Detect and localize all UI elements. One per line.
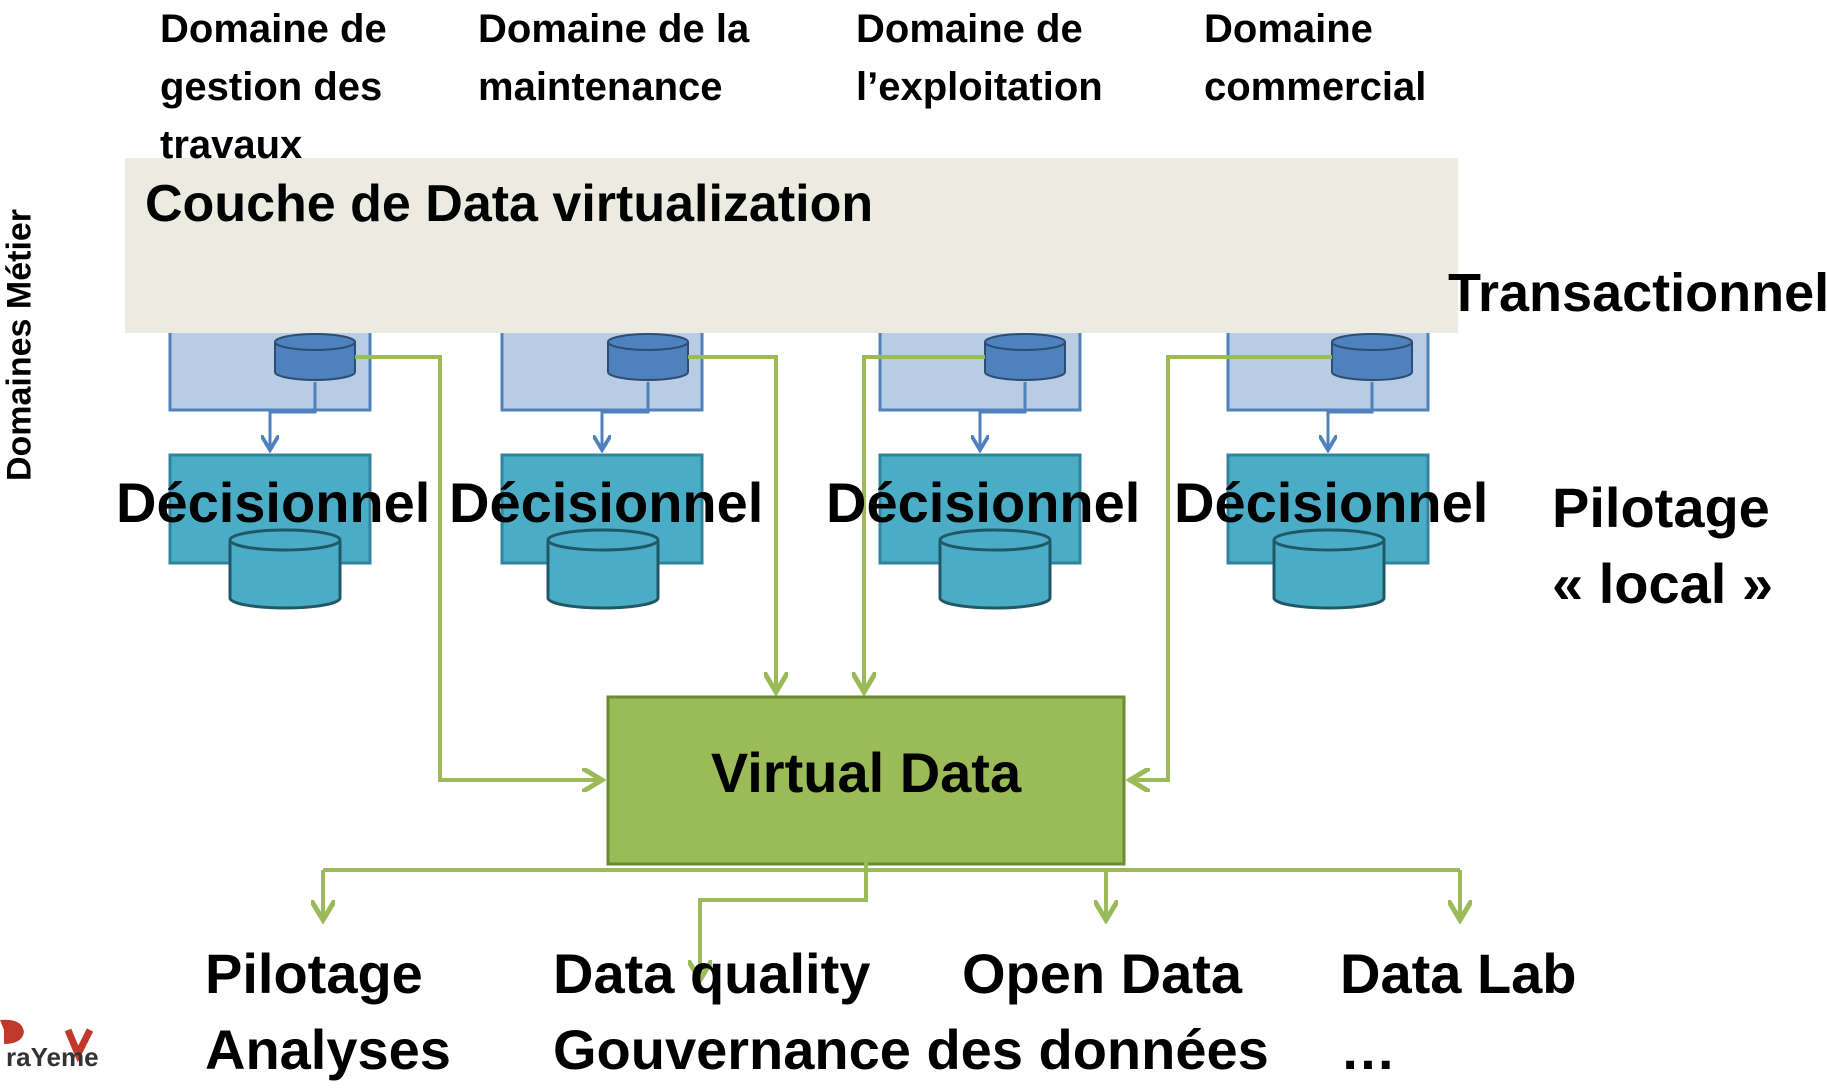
domain-label-commercial: Domaine commercial — [1204, 7, 1427, 109]
virtual-data-label: Virtual Data — [710, 741, 1022, 804]
decisionnel-label-2: Décisionnel — [449, 471, 764, 534]
logo-text: raYeme — [6, 1042, 99, 1072]
decision-db-2-icon — [546, 528, 660, 610]
pilotage-local-label: Pilotage « local » — [1552, 476, 1774, 615]
connector-2 — [688, 355, 776, 692]
output-arrows — [323, 822, 1460, 980]
blue-arrows — [270, 382, 1374, 450]
decisionnel-label-4: Décisionnel — [1174, 471, 1489, 534]
output-label-pilotage: Pilotage Analyses — [205, 942, 451, 1081]
virtualization-layer — [125, 158, 1458, 333]
domain-label-travaux: Domaine de gestion des travaux — [160, 7, 387, 167]
blue-arrow-3 — [980, 382, 1027, 450]
company-logo: raYeme — [0, 1010, 130, 1080]
side-label-domaines-metier: Domaines Métier — [0, 208, 39, 482]
connector-3 — [864, 355, 985, 692]
blue-arrow-1 — [270, 382, 317, 450]
green-connectors — [355, 355, 1332, 780]
output-arrow-2 — [700, 870, 868, 980]
output-label-open-data: Open Data — [962, 942, 1243, 1005]
output-label-data-quality: Data quality Gouvernance des données — [553, 942, 1269, 1081]
output-label-data-lab: Data Lab … — [1340, 942, 1577, 1081]
domain-label-maintenance: Domaine de la maintenance — [478, 7, 750, 109]
decisionnel-label-3: Décisionnel — [826, 471, 1141, 534]
decision-dbs — [228, 528, 1386, 610]
decision-db-1-icon — [228, 528, 342, 610]
blue-arrow-4 — [1328, 382, 1374, 450]
connector-4 — [1130, 355, 1332, 780]
decision-db-3-icon — [938, 528, 1052, 610]
transactionnel-label: Transactionnel — [1448, 263, 1827, 323]
domain-label-exploitation: Domaine de l’exploitation — [856, 7, 1103, 109]
connector-1 — [355, 355, 602, 780]
virtualization-layer-title: Couche de Data virtualization — [145, 175, 874, 233]
blue-arrow-2 — [602, 382, 650, 450]
logo-mark-icon — [0, 1019, 94, 1063]
decisionnel-label-1: Décisionnel — [116, 471, 431, 534]
decision-db-4-icon — [1272, 528, 1386, 610]
